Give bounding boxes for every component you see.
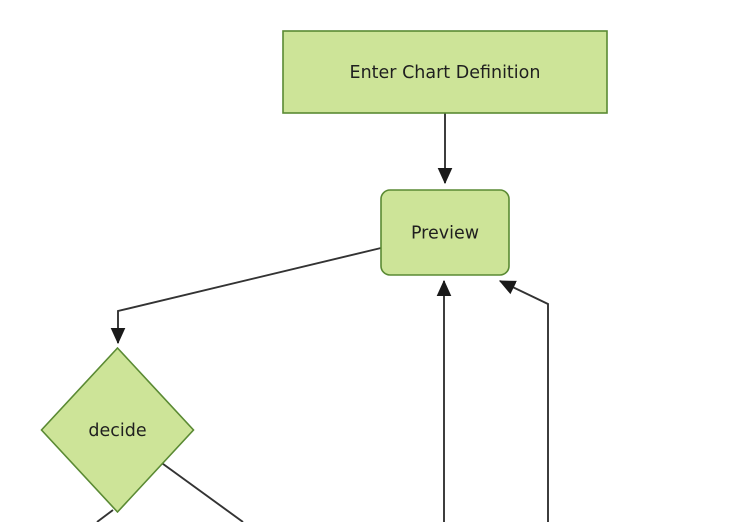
- node-enter-chart-definition-shape[interactable]: [282, 30, 608, 114]
- node-decide-label: decide: [88, 421, 146, 441]
- nodes-layer: Enter Chart Definition Preview decide: [40, 30, 608, 514]
- node-decide[interactable]: decide: [40, 346, 195, 514]
- edge-decide-bottom-right: [158, 460, 244, 522]
- node-enter-chart-definition-label: Enter Chart Definition: [350, 63, 541, 83]
- edge-bottom-right-to-preview: [498, 280, 549, 522]
- edge-preview-to-decide: [110, 247, 382, 345]
- node-preview-shape[interactable]: [380, 189, 510, 276]
- node-decide-shape[interactable]: [40, 346, 195, 514]
- node-preview[interactable]: Preview: [380, 189, 510, 276]
- edges-layer: [96, 113, 549, 522]
- node-preview-label: Preview: [411, 224, 479, 244]
- node-enter-chart-definition[interactable]: Enter Chart Definition: [282, 30, 608, 114]
- edge-decide-bottom-left: [96, 509, 114, 522]
